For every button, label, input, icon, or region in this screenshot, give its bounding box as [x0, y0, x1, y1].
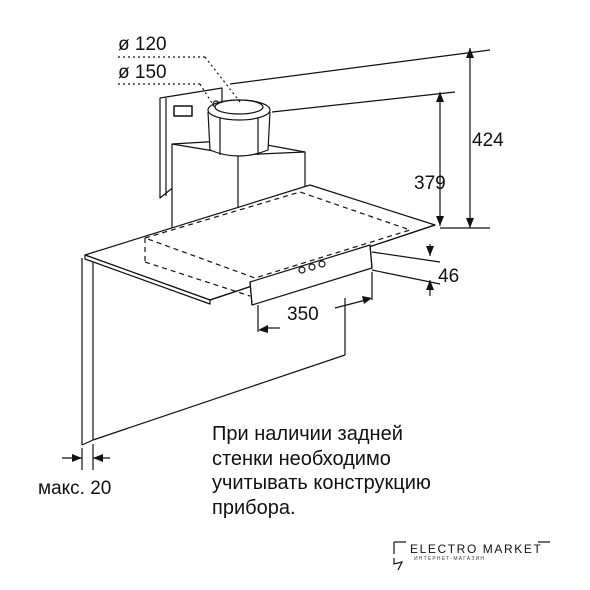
diameter-leaders — [118, 56, 241, 109]
logo-tagline: ИНТЕРНЕТ-МАГАЗИН — [414, 556, 486, 562]
dimension-arrows — [72, 48, 474, 462]
note-line-2: стенки необходимо — [212, 447, 391, 470]
glass-canopy — [84, 184, 436, 305]
note-line-4: прибора. — [212, 496, 296, 519]
note-line-3: учитывать конструкцию — [212, 472, 431, 494]
back-wall — [81, 258, 346, 446]
installation-note: При наличии задней стенки необходимо учи… — [212, 422, 542, 520]
control-button-2 — [308, 263, 316, 271]
diameter-120-label: ø 120 — [118, 34, 167, 55]
logo-frame-icon — [393, 541, 550, 571]
wall-gap-label: макс. 20 — [38, 478, 112, 499]
note-line-1: При наличии задней — [212, 423, 403, 445]
store-logo: ELECTRO MARKET ИНТЕРНЕТ-МАГАЗИН — [392, 540, 552, 580]
hood-body — [249, 244, 373, 306]
control-button-1 — [298, 266, 306, 274]
dimension-424 — [229, 48, 491, 229]
dimension-379 — [271, 91, 456, 226]
height-424-label: 424 — [472, 130, 504, 151]
logo-name: ELECTRO MARKET — [410, 542, 543, 556]
control-button-3 — [318, 260, 326, 268]
duct-outlet — [207, 99, 271, 157]
height-379-label: 379 — [414, 173, 446, 194]
thickness-46-label: 46 — [438, 266, 459, 287]
diameter-150-label: ø 150 — [118, 62, 167, 83]
depth-350-label: 350 — [287, 304, 319, 325]
